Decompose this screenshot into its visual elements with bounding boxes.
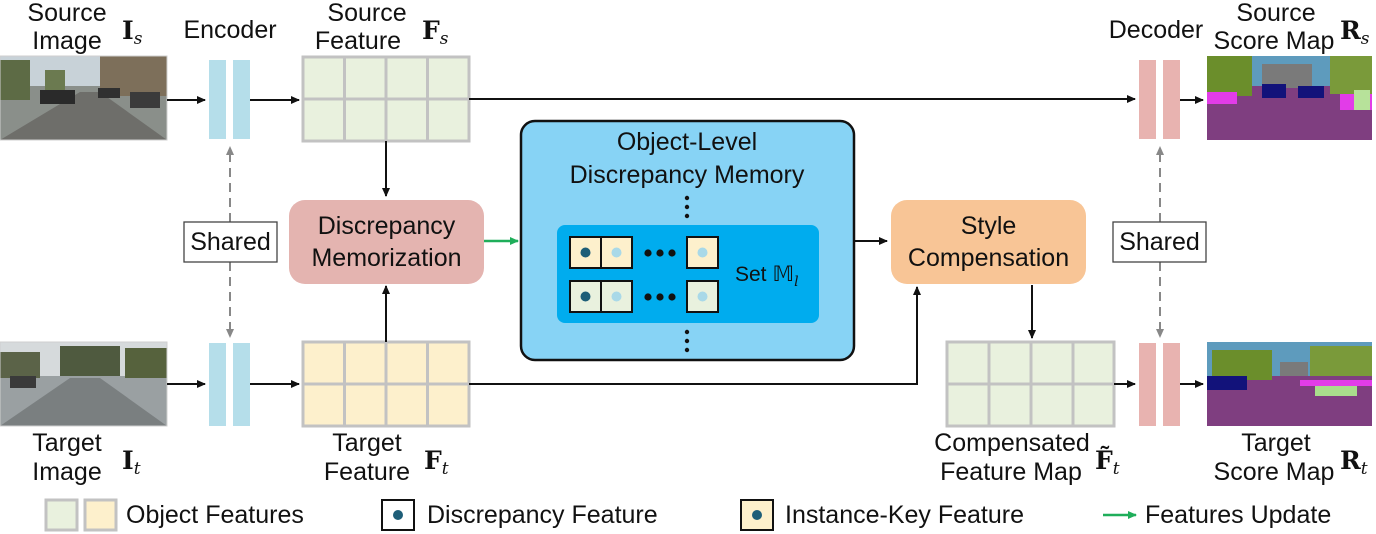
shared-box-right: [1112, 221, 1207, 263]
decoder-source: [1139, 60, 1180, 139]
legend-instance-key-label: Instance-Key Feature: [785, 501, 1024, 529]
legend-discrepancy-feature-label: Discrepancy Feature: [427, 501, 658, 529]
target-score-label-1: Target: [1241, 429, 1311, 457]
source-image-label-1: Source: [27, 0, 106, 27]
source-score-label-2: Score Map: [1214, 27, 1335, 55]
shared-box-left: [183, 221, 278, 263]
vertical-ellipsis-bottom: [684, 329, 690, 353]
memorization-line-1: Discrepancy: [318, 212, 456, 240]
legend-object-features-label: Object Features: [126, 501, 304, 529]
source-score-symbol: Rs: [1340, 16, 1370, 49]
shared-label-left: Shared: [190, 228, 271, 256]
encoder-target: [209, 343, 250, 426]
style-compensation-box: [891, 200, 1086, 284]
source-image-symbol: Is: [122, 16, 143, 49]
memory-title-line-2: Discrepancy Memory: [570, 161, 805, 189]
memorization-line-2: Memorization: [311, 244, 461, 272]
memory-row-2: [569, 280, 719, 313]
arrows: [167, 95, 1204, 388]
compensated-feature-grid: [945, 340, 1116, 428]
legend-discrepancy-feature-swatch: [381, 499, 415, 531]
compensation-line-2: Compensation: [908, 244, 1069, 272]
source-score-map: [1207, 56, 1372, 140]
source-feature-label-1: Source: [327, 0, 406, 27]
discrepancy-memorization-box: [289, 200, 484, 284]
compensation-line-1: Style: [961, 212, 1017, 240]
target-image-label-1: Target: [32, 429, 102, 457]
target-score-map: [1207, 342, 1372, 426]
decoder-label: Decoder: [1109, 16, 1204, 44]
target-score-symbol: Rt: [1340, 446, 1368, 479]
compensated-symbol: F̃t: [1095, 446, 1120, 479]
target-image-label-2: Image: [32, 458, 101, 486]
source-score-label-1: Source: [1236, 0, 1315, 27]
legend: Object Features Discrepancy Feature Inst…: [44, 498, 1331, 532]
shared-links: [226, 146, 1164, 338]
target-feature-label-2: Feature: [324, 458, 410, 486]
legend-object-features-swatch: [44, 498, 118, 532]
encoder-source: [209, 60, 250, 139]
source-feature-label-2: Feature: [315, 27, 401, 55]
target-feature-symbol: Ft: [424, 446, 449, 479]
target-feature-label-1: Target: [332, 429, 402, 457]
memory-title-line-1: Object-Level: [617, 128, 757, 156]
decoder-target: [1139, 343, 1180, 426]
compensated-label-1: Compensated: [934, 429, 1090, 457]
shared-label-right: Shared: [1119, 228, 1200, 256]
target-image-symbol: It: [122, 446, 141, 479]
source-image: [0, 55, 168, 141]
target-feature-grid: [301, 340, 471, 428]
memory-row-1: [569, 236, 719, 269]
target-image: [0, 341, 168, 427]
legend-features-update-label: Features Update: [1145, 501, 1331, 529]
vertical-ellipsis-top: [684, 195, 690, 219]
source-feature-symbol: Fs: [422, 16, 449, 49]
source-feature-grid: [301, 55, 471, 143]
target-score-label-2: Score Map: [1214, 458, 1335, 486]
compensated-label-2: Feature Map: [940, 458, 1082, 486]
source-image-label-2: Image: [32, 27, 101, 55]
encoder-label: Encoder: [183, 16, 276, 44]
legend-instance-key-swatch: [740, 499, 774, 531]
